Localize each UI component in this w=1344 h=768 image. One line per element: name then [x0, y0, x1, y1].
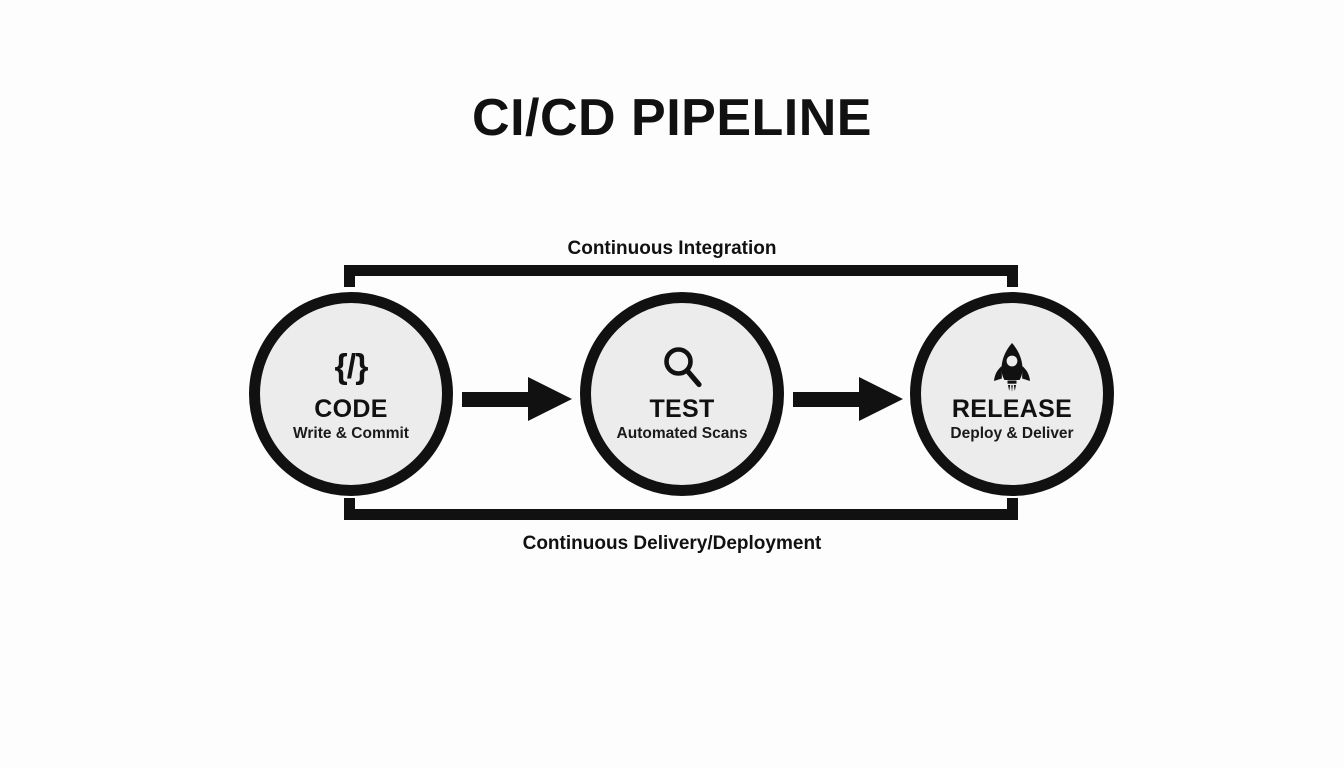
bracket-stub-left: [344, 265, 355, 287]
arrow-right-icon-code-to-test: [462, 375, 572, 423]
page-title: CI/CD PIPELINE: [472, 89, 872, 147]
rocket-icon: [990, 343, 1034, 393]
bracket-stub-left: [344, 498, 355, 520]
stage-subtitle-code: Write & Commit: [293, 425, 409, 443]
arrow-right-icon-test-to-release: [793, 375, 903, 423]
code-brackets-icon: {/}: [334, 348, 369, 387]
continuous-delivery-label: Continuous Delivery/Deployment: [522, 533, 822, 554]
bracket-stub-right: [1007, 265, 1018, 287]
bracket-bar: [344, 509, 1018, 520]
bracket-bar: [344, 265, 1018, 276]
bracket-stub-right: [1007, 498, 1018, 520]
stage-title-release: RELEASE: [951, 395, 1073, 424]
continuous-delivery-bracket: [344, 494, 1018, 520]
continuous-integration-label: Continuous Integration: [567, 238, 777, 259]
stage-node-release[interactable]: RELEASE Deploy & Deliver: [910, 292, 1114, 496]
continuous-integration-bracket: [344, 265, 1018, 291]
magnifier-icon: [661, 344, 703, 390]
stage-node-code[interactable]: {/} CODE Write & Commit: [249, 292, 453, 496]
stage-title-code: CODE: [314, 395, 388, 424]
stage-subtitle-release: Deploy & Deliver: [950, 425, 1074, 443]
stage-title-test: TEST: [649, 395, 715, 424]
stage-subtitle-test: Automated Scans: [616, 425, 748, 443]
stage-node-test[interactable]: TEST Automated Scans: [580, 292, 784, 496]
